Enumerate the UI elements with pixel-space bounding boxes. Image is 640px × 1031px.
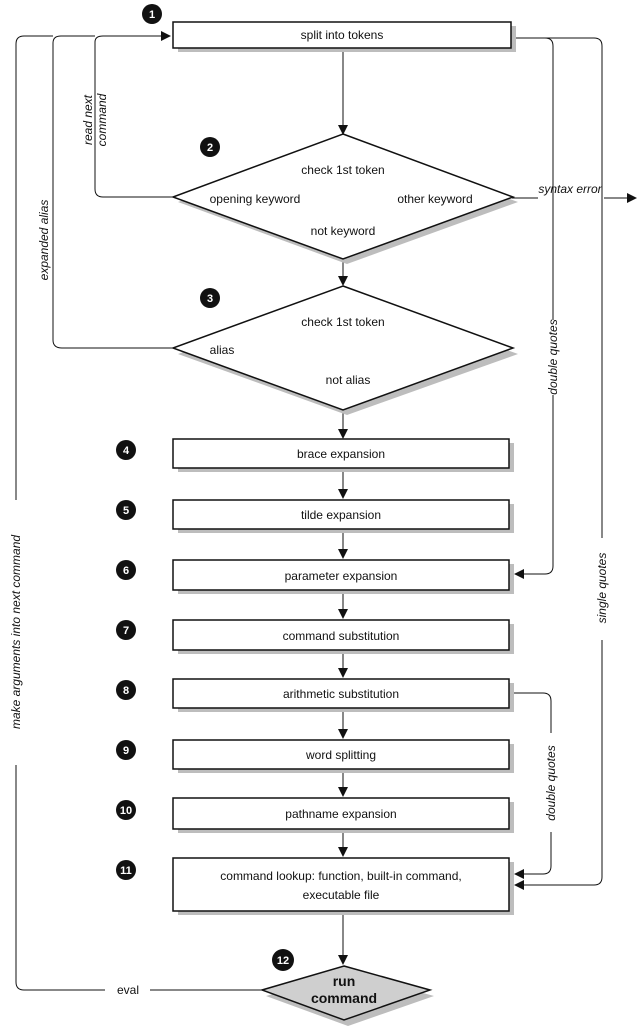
check-alias-label: check 1st token: [301, 315, 384, 329]
badge-9-number: 9: [123, 745, 129, 757]
edge-read-next-command: [94, 31, 175, 198]
edge-double-quotes-split: [512, 37, 554, 320]
double-quotes-label-1: double quotes: [546, 319, 560, 394]
badge-11: 11: [116, 860, 136, 880]
run-label-line2: command: [311, 990, 377, 1006]
pathname-label: pathname expansion: [285, 807, 396, 821]
badge-2: 2: [200, 137, 220, 157]
opening-keyword-label: opening keyword: [210, 192, 301, 206]
edge-double-quotes-split-lower: [514, 395, 554, 579]
lookup-label-line2: executable file: [303, 888, 380, 902]
double-quotes-label-2: double quotes: [544, 745, 558, 820]
step-parameter-expansion: parameter expansion: [172, 559, 514, 594]
check-keyword-label: check 1st token: [301, 163, 384, 177]
badge-3-number: 3: [207, 293, 213, 305]
edge-single-quotes-lower: [514, 640, 603, 890]
command-sub-label: command substitution: [283, 629, 400, 643]
badge-5: 5: [116, 500, 136, 520]
alias-label: alias: [210, 343, 235, 357]
read-next-label-2: command: [95, 93, 109, 146]
edge-make-arguments: [15, 765, 105, 991]
eval-label: eval: [117, 983, 139, 997]
step-check-keyword: check 1st token opening keyword other ke…: [170, 133, 518, 264]
brace-label: brace expansion: [297, 447, 385, 461]
badge-2-number: 2: [207, 142, 213, 154]
badge-4-number: 4: [123, 445, 130, 457]
step-tilde-expansion: tilde expansion: [172, 499, 514, 533]
single-quotes-label: single quotes: [595, 553, 609, 624]
expanded-alias-label: expanded alias: [37, 200, 51, 281]
badge-3: 3: [200, 288, 220, 308]
edge-make-arguments-upper: [15, 35, 53, 500]
badge-9: 9: [116, 740, 136, 760]
step-run-command: run command: [259, 965, 434, 1026]
step-pathname-expansion: pathname expansion: [172, 797, 514, 833]
run-command-diamond: [259, 965, 433, 1021]
not-alias-label: not alias: [326, 373, 371, 387]
step-split-into-tokens: split into tokens: [172, 21, 516, 52]
split-label: split into tokens: [301, 28, 384, 42]
other-keyword-label: other keyword: [397, 192, 472, 206]
badge-6-number: 6: [123, 565, 129, 577]
step-check-alias: check 1st token alias not alias: [170, 285, 518, 415]
badge-8: 8: [116, 680, 136, 700]
lookup-label-line1: command lookup: function, built-in comma…: [220, 869, 461, 883]
run-label-line1: run: [333, 973, 356, 989]
read-next-label-1: read next: [81, 94, 95, 145]
badge-12-number: 12: [277, 955, 289, 967]
badge-10-number: 10: [120, 805, 132, 817]
edge-expanded-alias: [52, 35, 175, 349]
badge-7-number: 7: [123, 625, 129, 637]
badge-6: 6: [116, 560, 136, 580]
edge-double-quotes-arith-lower: [514, 832, 552, 879]
badge-4: 4: [116, 440, 136, 460]
badge-7: 7: [116, 620, 136, 640]
badge-1-number: 1: [149, 9, 155, 21]
make-arguments-label: make arguments into next command: [9, 535, 23, 729]
step-word-splitting: word splitting: [172, 739, 514, 773]
step-arithmetic-substitution: arithmetic substitution: [172, 678, 514, 712]
badge-8-number: 8: [123, 685, 129, 697]
tilde-label: tilde expansion: [301, 508, 381, 522]
syntax-error-label: syntax error: [538, 182, 602, 196]
word-split-label: word splitting: [305, 748, 376, 762]
badge-5-number: 5: [123, 505, 129, 517]
parameter-label: parameter expansion: [285, 569, 398, 583]
badge-10: 10: [116, 800, 136, 820]
step-command-lookup: command lookup: function, built-in comma…: [172, 857, 514, 915]
badge-12: 12: [272, 949, 294, 971]
not-keyword-label: not keyword: [311, 224, 376, 238]
edge-double-quotes-arith: [512, 692, 552, 733]
badge-11-number: 11: [120, 865, 132, 877]
step-command-substitution: command substitution: [172, 619, 514, 654]
badge-1: 1: [142, 4, 162, 24]
arith-sub-label: arithmetic substitution: [283, 687, 399, 701]
edge-single-quotes: [512, 37, 603, 538]
step-brace-expansion: brace expansion: [172, 438, 514, 472]
